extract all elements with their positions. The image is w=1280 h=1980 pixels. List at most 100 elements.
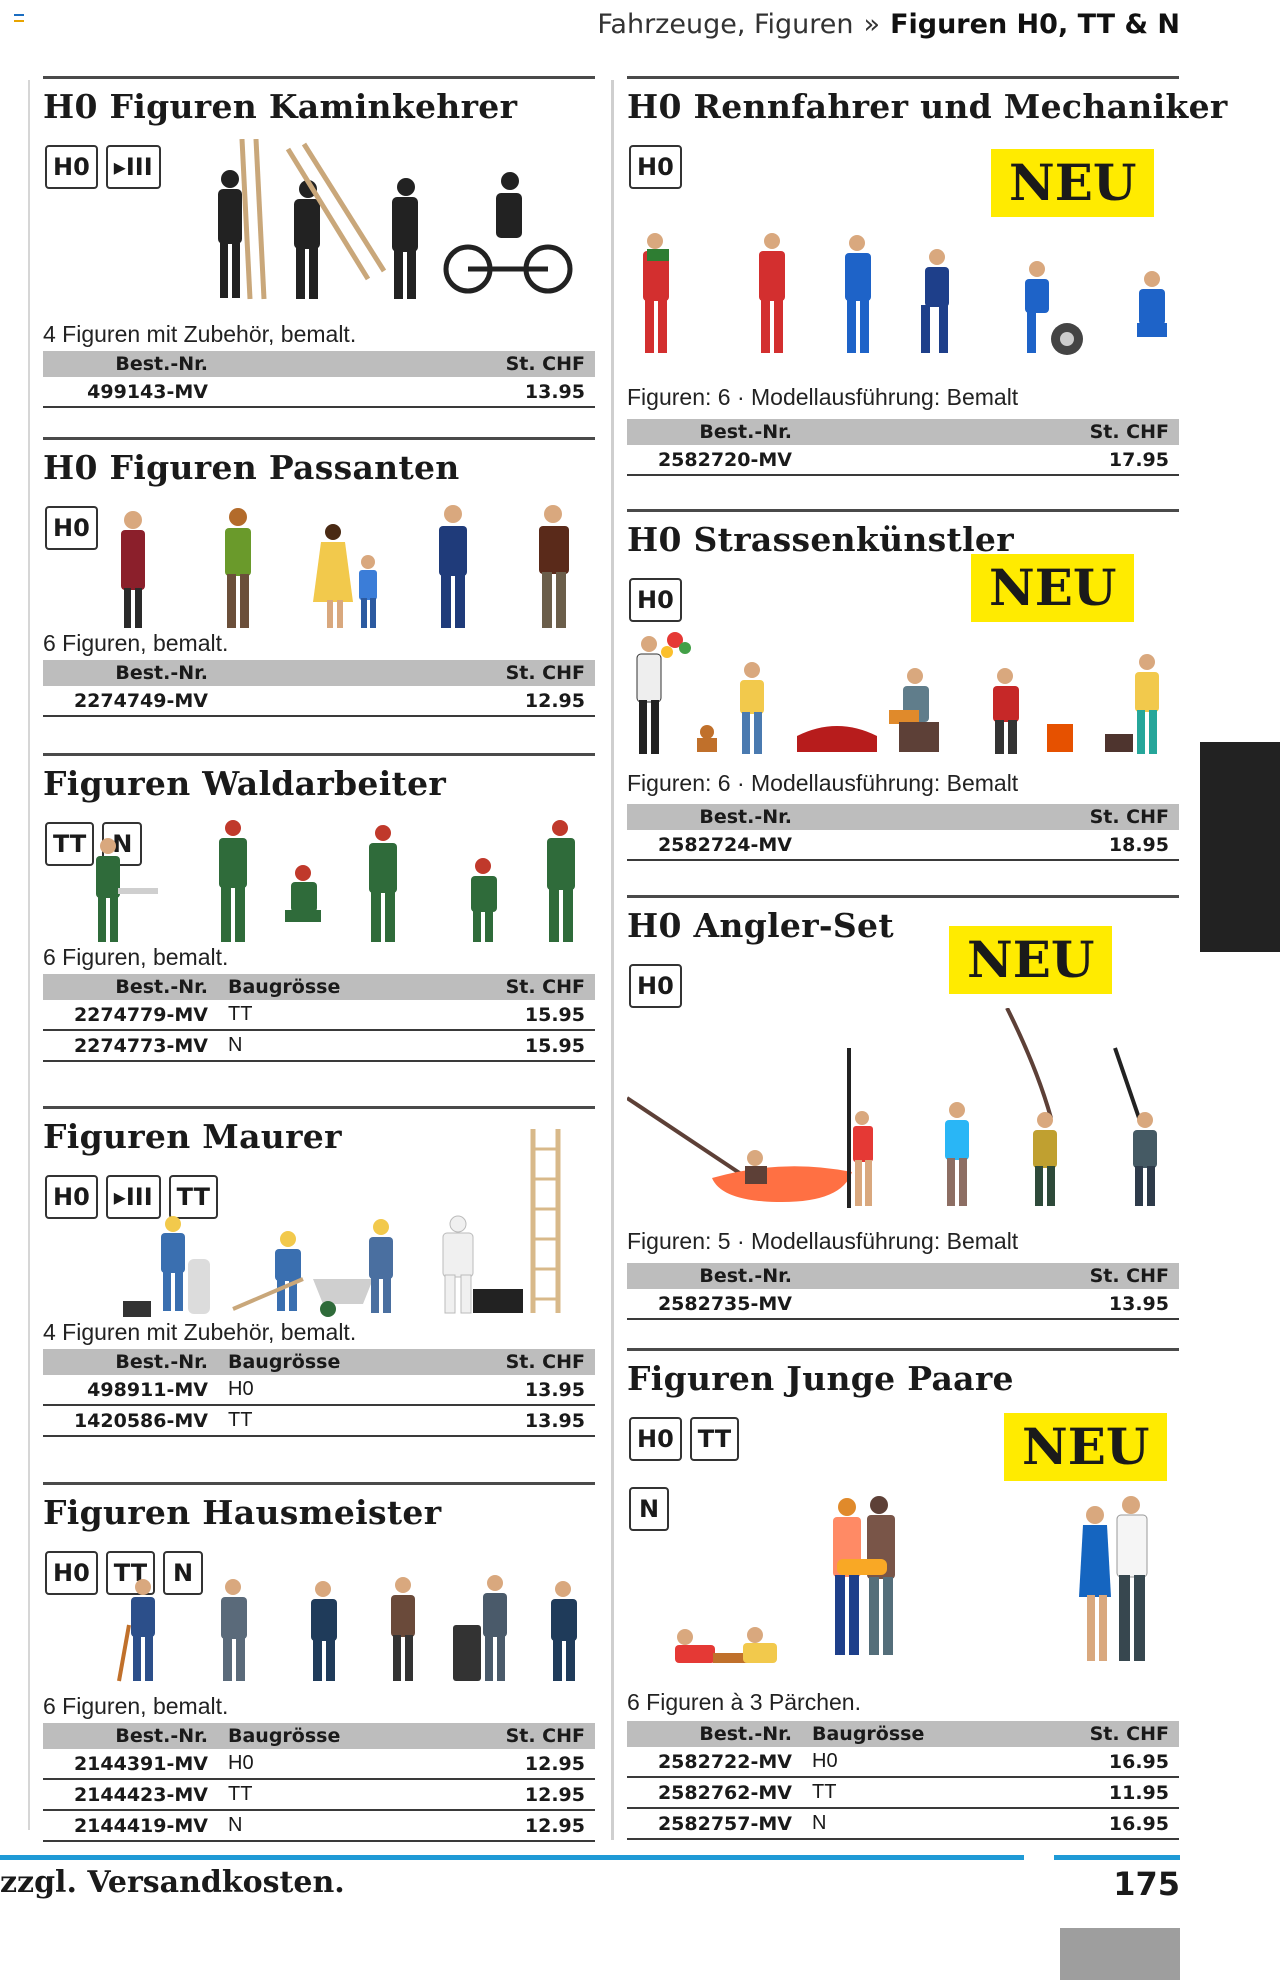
col-header-size: Baugrösse xyxy=(218,974,434,1000)
product-table: Best.-Nr. St. CHF 2582724-MV 18.95 xyxy=(627,804,1179,861)
order-number: 1420586-MV xyxy=(43,1405,218,1437)
table-row[interactable]: 2144391-MV H0 12.95 xyxy=(43,1749,595,1780)
table-row[interactable]: 2582735-MV 13.95 xyxy=(627,1289,1179,1320)
order-number: 2582757-MV xyxy=(627,1808,802,1840)
epoch-badge: ▸III xyxy=(105,1175,161,1219)
scale-badge-tt: TT xyxy=(45,822,95,866)
price: 16.95 xyxy=(1017,1747,1179,1778)
product-image xyxy=(627,632,1179,757)
scale: TT xyxy=(802,1777,1018,1809)
product-table: Best.-Nr. St. CHF 2274749-MV 12.95 xyxy=(43,660,595,717)
product-angler-set: H0 Angler-Set H0 NEU Figuren: 5 · Modell… xyxy=(627,895,1179,1348)
price: 13.95 xyxy=(865,1289,1179,1320)
price: 12.95 xyxy=(281,686,595,717)
product-description: 6 Figuren, bemalt. xyxy=(43,1693,229,1719)
new-badge: NEU xyxy=(991,149,1155,217)
col-header-price: St. CHF xyxy=(281,351,595,377)
col-header-size: Baugrösse xyxy=(218,1723,434,1749)
price: 15.95 xyxy=(433,1000,595,1031)
scale xyxy=(802,445,866,476)
scale-badge-h0: H0 xyxy=(629,145,682,189)
col-header-order-no: Best.-Nr. xyxy=(43,351,218,377)
scale-badge-n: N xyxy=(163,1551,204,1595)
right-column: H0 Rennfahrer und Mechaniker H0 NEU Figu… xyxy=(627,76,1227,1841)
table-row[interactable]: 2274773-MV N 15.95 xyxy=(43,1030,595,1062)
product-table: Best.-Nr. St. CHF 2582720-MV 17.95 xyxy=(627,419,1179,476)
order-number: 498911-MV xyxy=(43,1375,218,1406)
table-row[interactable]: 499143-MV 13.95 xyxy=(43,377,595,408)
breadcrumb-current: Figuren H0, TT & N xyxy=(890,9,1180,40)
scale: N xyxy=(218,1810,434,1842)
price: 12.95 xyxy=(433,1810,595,1842)
product-description: Figuren: 5 · Modellausführung: Bemalt xyxy=(627,1228,1019,1254)
col-header-order-no: Best.-Nr. xyxy=(627,804,802,830)
table-row[interactable]: 2582722-MV H0 16.95 xyxy=(627,1747,1179,1778)
footer-rule-left xyxy=(0,1855,1024,1860)
scale: H0 xyxy=(218,1749,434,1780)
product-title: Figuren Maurer xyxy=(43,1117,342,1156)
scale-badge-h0: H0 xyxy=(45,145,98,189)
scale xyxy=(218,686,282,717)
table-row[interactable]: 2582757-MV N 16.95 xyxy=(627,1808,1179,1840)
product-title: H0 Strassenkünstler xyxy=(627,520,1014,559)
col-header-price: St. CHF xyxy=(281,660,595,686)
left-column: H0 Figuren Kaminkehrer H0▸III 4 Figuren … xyxy=(43,76,595,1855)
product-table: Best.-Nr. Baugrösse St. CHF 2582722-MV H… xyxy=(627,1721,1179,1840)
price: 13.95 xyxy=(433,1405,595,1437)
col-header-order-no: Best.-Nr. xyxy=(627,1263,802,1289)
figures-racing-drivers-image xyxy=(643,233,1167,355)
price: 12.95 xyxy=(433,1749,595,1780)
scale: TT xyxy=(218,1779,434,1811)
table-row[interactable]: 2582720-MV 17.95 xyxy=(627,445,1179,476)
product-image xyxy=(83,1575,593,1685)
price: 12.95 xyxy=(433,1779,595,1811)
product-table: Best.-Nr. Baugrösse St. CHF 498911-MV H0… xyxy=(43,1349,595,1437)
table-row[interactable]: 2582762-MV TT 11.95 xyxy=(627,1777,1179,1809)
product-image xyxy=(63,818,593,948)
col-header-size: Baugrösse xyxy=(218,1349,434,1375)
product-strassenkuenstler: H0 Strassenkünstler H0 NEU Figuren: 6 · … xyxy=(627,509,1179,895)
product-table: Best.-Nr. St. CHF 499143-MV 13.95 xyxy=(43,351,595,408)
order-number: 499143-MV xyxy=(43,377,218,408)
col-header-order-no: Best.-Nr. xyxy=(627,419,802,445)
breadcrumb-parent[interactable]: Fahrzeuge, Figuren xyxy=(597,9,854,40)
scale: TT xyxy=(218,1405,434,1437)
new-badge: NEU xyxy=(971,554,1135,622)
scale-badges: H0 xyxy=(629,964,690,1008)
col-header-order-no: Best.-Nr. xyxy=(43,660,218,686)
new-badge: NEU xyxy=(1004,1413,1168,1481)
product-description: Figuren: 6 · Modellausführung: Bemalt xyxy=(627,770,1019,796)
table-row[interactable]: 2144423-MV TT 12.95 xyxy=(43,1779,595,1811)
table-row[interactable]: 2274779-MV TT 15.95 xyxy=(43,1000,595,1031)
col-header-price: St. CHF xyxy=(433,1723,595,1749)
price: 13.95 xyxy=(281,377,595,408)
scale: N xyxy=(802,1808,1018,1840)
scale-badge-h0: H0 xyxy=(45,1551,98,1595)
col-header-price: St. CHF xyxy=(865,804,1179,830)
order-number: 2274773-MV xyxy=(43,1030,218,1062)
product-image xyxy=(647,1487,1179,1687)
price: 18.95 xyxy=(865,830,1179,861)
product-table: Best.-Nr. St. CHF 2582735-MV 13.95 xyxy=(627,1263,1179,1320)
table-row[interactable]: 498911-MV H0 13.95 xyxy=(43,1375,595,1406)
col-header-blank xyxy=(218,660,282,686)
table-row[interactable]: 1420586-MV TT 13.95 xyxy=(43,1405,595,1437)
product-title: H0 Angler-Set xyxy=(627,906,894,945)
table-row[interactable]: 2144419-MV N 12.95 xyxy=(43,1810,595,1842)
breadcrumb: Fahrzeuge, Figuren»Figuren H0, TT & N xyxy=(0,0,1180,50)
scale: N xyxy=(218,1030,434,1062)
table-row[interactable]: 2274749-MV 12.95 xyxy=(43,686,595,717)
table-row[interactable]: 2582724-MV 18.95 xyxy=(627,830,1179,861)
product-table: Best.-Nr. Baugrösse St. CHF 2144391-MV H… xyxy=(43,1723,595,1842)
scale: TT xyxy=(218,1000,434,1031)
col-header-price: St. CHF xyxy=(433,974,595,1000)
order-number: 2144391-MV xyxy=(43,1749,218,1780)
order-number: 2582722-MV xyxy=(627,1747,802,1778)
product-description: 6 Figuren, bemalt. xyxy=(43,630,229,656)
scale xyxy=(218,377,282,408)
